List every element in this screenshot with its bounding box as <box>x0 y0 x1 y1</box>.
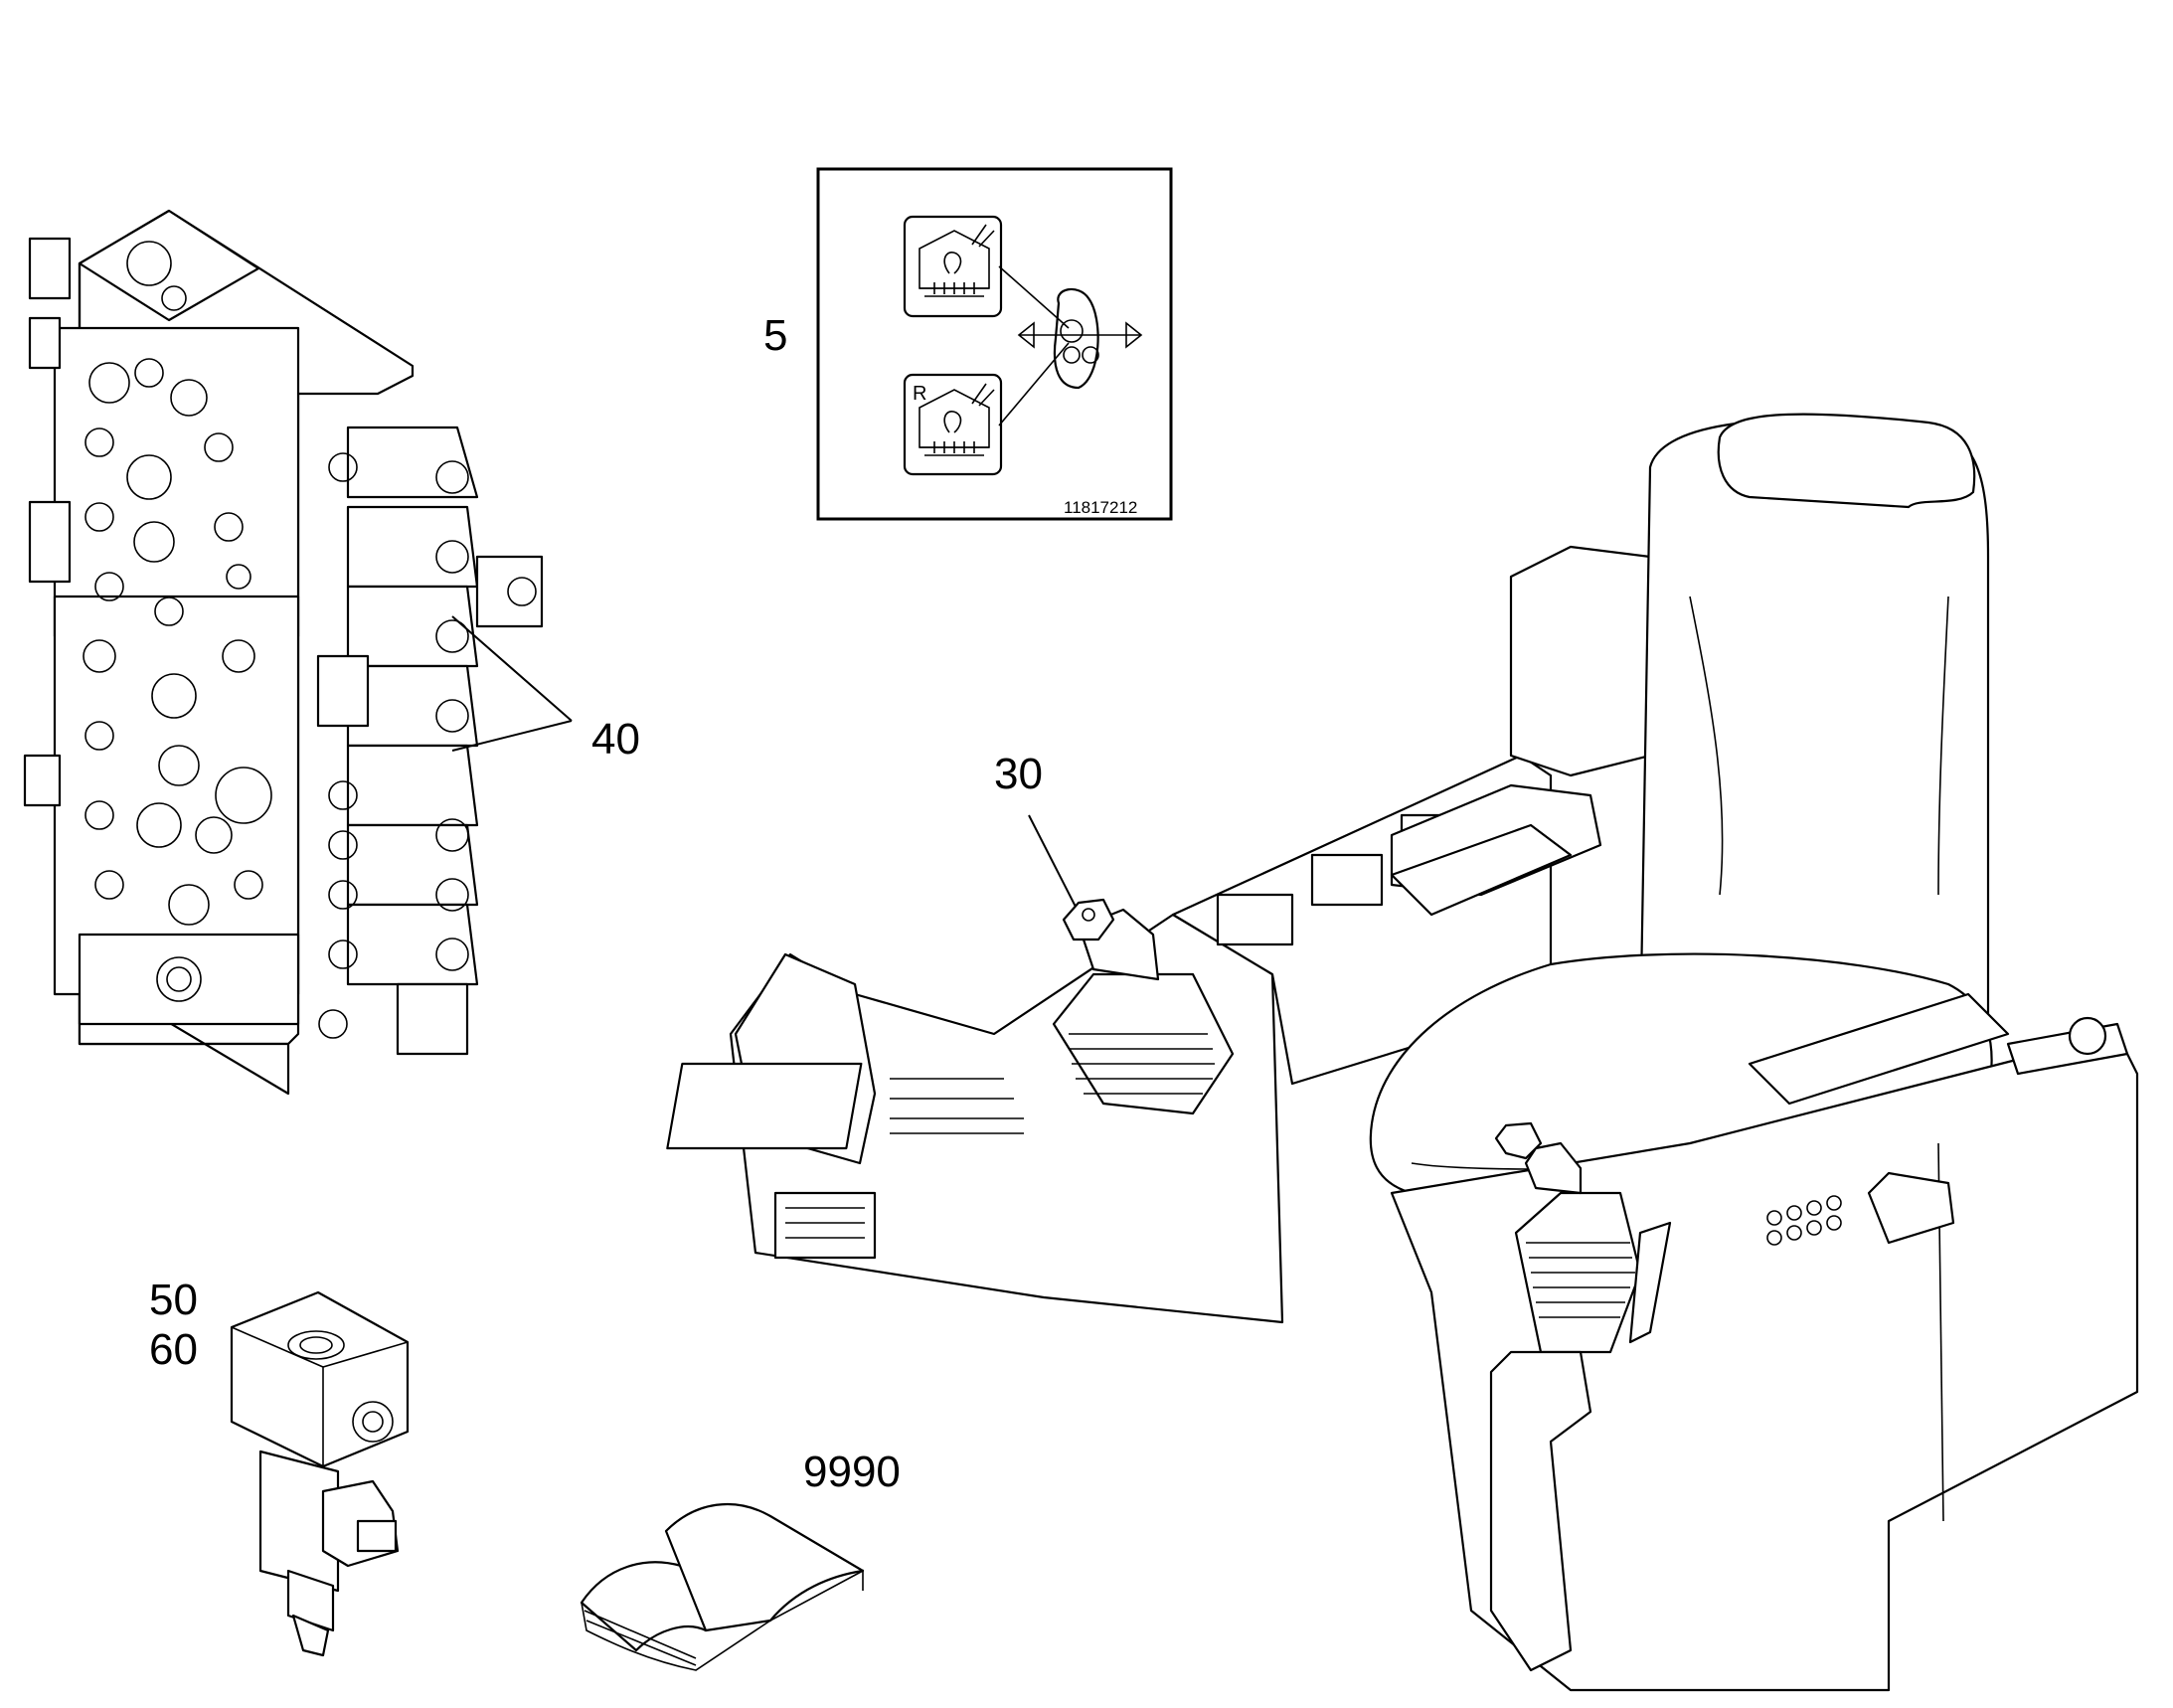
boom-float-icon <box>903 215 1003 318</box>
callout-60: 60 <box>149 1325 198 1374</box>
solenoid-valve <box>230 1290 410 1657</box>
left-joystick <box>1052 898 1235 1115</box>
control-valve-block <box>23 209 544 1096</box>
callout-50: 50 <box>149 1276 198 1324</box>
leader-40 <box>451 615 573 752</box>
boom-float-reset-icon: R <box>903 373 1003 476</box>
rocker-switch-icon <box>998 265 1143 427</box>
callout-9990: 9990 <box>803 1448 901 1496</box>
spool-caps <box>316 426 544 1056</box>
callout-5: 5 <box>763 311 787 360</box>
manual-book-icon <box>580 1502 865 1671</box>
leader-30 <box>1028 814 1077 908</box>
callout-30: 30 <box>994 750 1043 798</box>
operator-seat-and-consoles <box>666 413 2139 1692</box>
decal-inset: R 11817212 <box>816 167 1173 521</box>
figure-number: 11817212 <box>1064 498 1137 517</box>
callout-40: 40 <box>591 715 640 764</box>
reset-letter: R <box>913 383 926 405</box>
